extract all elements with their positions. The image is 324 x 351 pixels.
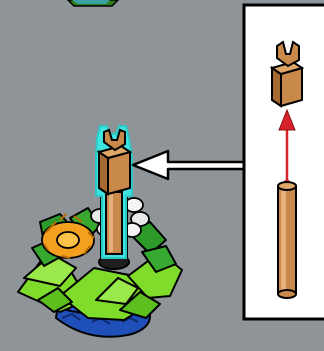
inset-bar [278, 182, 296, 298]
highlighted-new-parts [96, 126, 132, 258]
tan-clip-brick [99, 130, 130, 194]
parts-inset-box [244, 5, 324, 319]
tan-bar [106, 192, 122, 254]
model-fragment-top [68, 0, 118, 6]
